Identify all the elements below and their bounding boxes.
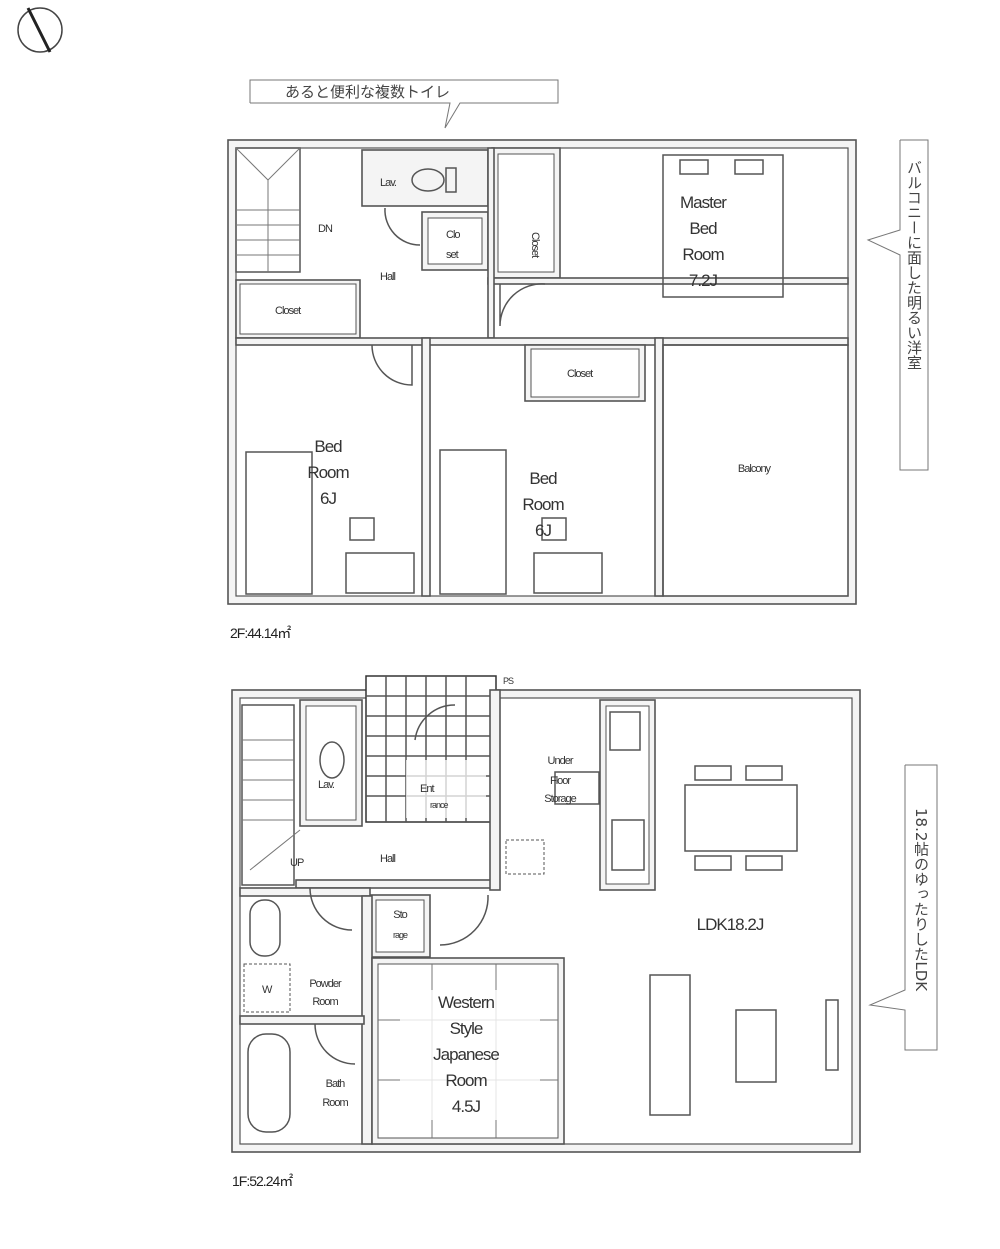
room-2f-hall: Hall: [380, 271, 396, 283]
room-2f-closet-hall: Closet: [275, 305, 301, 317]
room-1f-japanese-5: 4.5J: [452, 1097, 481, 1116]
room-1f-under-floor-3: Storage: [544, 793, 576, 805]
room-1f-storage-1: Sto: [393, 909, 407, 921]
room-1f-under-floor-2: Floor: [550, 775, 571, 787]
floor-1f: Lav. Ent rance Hall UP PS Under Floor St…: [231, 675, 861, 1189]
room-1f-japanese-4: Room: [445, 1071, 487, 1090]
room-2f-closet-small-2: set: [446, 249, 459, 261]
callout-right-1f: 18.2帖のゆったりしたLDK: [868, 764, 938, 1051]
callout-top-text: あると便利な複数トイレ: [285, 83, 450, 101]
room-1f-bath-1: Bath: [326, 1078, 346, 1090]
room-2f-bed1-1: Bed: [314, 437, 342, 456]
north-arrow-icon: [17, 7, 63, 53]
room-1f-ps: PS: [503, 676, 514, 686]
room-1f-entrance-1: Ent: [420, 783, 434, 795]
room-2f-bed1-3: 6J: [320, 489, 336, 508]
room-2f-lav: Lav.: [380, 177, 397, 189]
room-1f-powder-2: Room: [312, 996, 338, 1008]
callout-right-1f-text: 18.2帖のゆったりしたLDK: [912, 808, 930, 992]
callout-right-2f: バルコニーに面した明るい洋室: [866, 139, 929, 471]
room-2f-master-2: Bed: [689, 219, 717, 238]
floor-2f: Lav. Clo set Closet Closet Closet DN Hal…: [227, 139, 857, 641]
room-2f-bed1-2: Room: [307, 463, 349, 482]
room-1f-stairs: UP: [290, 857, 304, 869]
room-2f-master-1: Master: [680, 193, 727, 212]
floor-2f-area: 2F:44.14㎡: [230, 625, 291, 641]
room-2f-bed2-3: 6J: [535, 521, 551, 540]
room-2f-closet-master: Closet: [529, 232, 541, 258]
callout-right-2f-text: バルコニーに面した明るい洋室: [905, 160, 923, 370]
room-1f-powder-1: Powder: [309, 978, 342, 990]
room-2f-bed2-1: Bed: [529, 469, 557, 488]
room-1f-ldk: LDK18.2J: [697, 915, 764, 934]
room-1f-hall: Hall: [380, 853, 396, 865]
room-2f-balcony: Balcony: [738, 463, 772, 475]
room-2f-master-3: Room: [682, 245, 724, 264]
room-1f-lav: Lav.: [318, 779, 335, 791]
room-2f-bed2-2: Room: [522, 495, 564, 514]
room-1f-japanese-2: Style: [450, 1019, 483, 1038]
room-1f-entrance-2: rance: [430, 800, 449, 810]
callout-top: あると便利な複数トイレ: [249, 79, 559, 129]
room-1f-japanese-1: Western: [438, 993, 495, 1012]
room-1f-under-floor-1: Under: [548, 755, 574, 767]
room-1f-storage-2: rage: [393, 930, 408, 940]
room-1f-bath-2: Room: [322, 1097, 348, 1109]
room-2f-stairs: DN: [318, 223, 333, 235]
room-1f-washer: W: [262, 984, 273, 996]
room-1f-japanese-3: Japanese: [433, 1045, 499, 1064]
room-2f-closet-small-1: Clo: [446, 229, 460, 241]
floor-1f-area: 1F:52.24㎡: [232, 1173, 293, 1189]
room-2f-closet-bed2: Closet: [567, 368, 593, 380]
room-2f-master-4: 7.2J: [689, 271, 718, 290]
